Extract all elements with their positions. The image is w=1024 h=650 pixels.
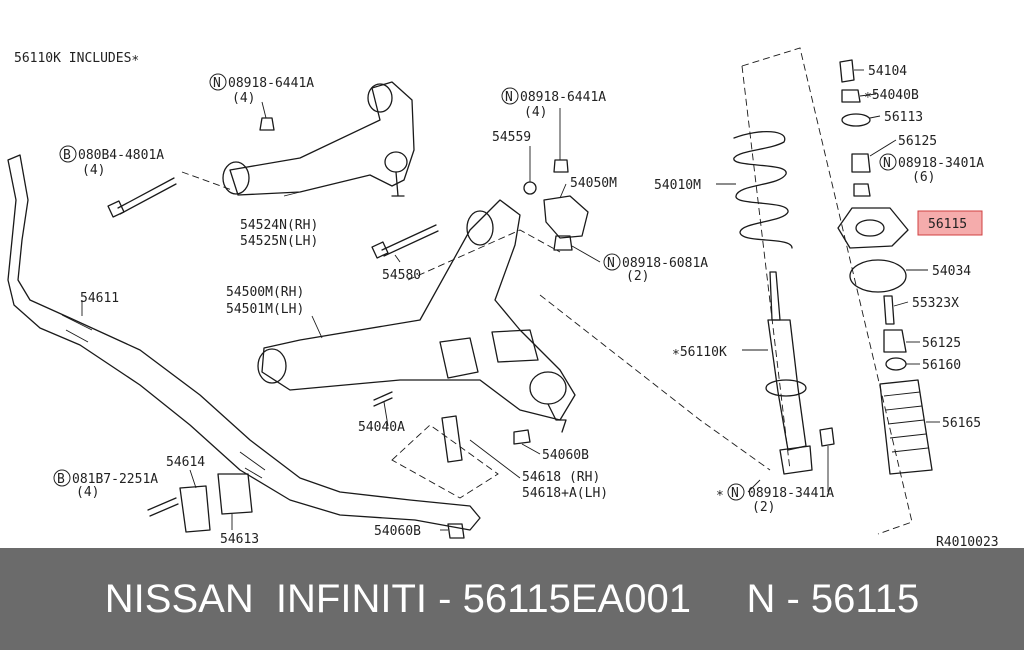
label-54618A: 54618+A(LH) [522,486,608,501]
label-08918-6441A-left: 08918-6441A [228,76,314,91]
label-qty-2-3441A: (2) [752,500,775,515]
label-qty-4-top: (4) [82,163,105,178]
part-number-banner: NISSAN INFINITI - 56115EA001 N - 56115 [0,548,1024,650]
label-55323X: 55323X [912,296,959,311]
stabilizer-bar-drawing [7,154,481,531]
highlight-56115 [917,210,983,236]
label-08918-3401A: 08918-3401A [898,156,984,171]
label-08918-6441A-mid: 08918-6441A [520,90,606,105]
label-54040A: 54040A [358,420,405,435]
reference-code: R4010023 [936,535,999,548]
label-qty-4-mid: (4) [524,105,547,120]
symbol-n: N [213,76,221,91]
label-54614: 54614 [166,455,205,470]
label-54034: 54034 [932,264,971,279]
label-54050M: 54050M [570,176,617,191]
part-labels: 56110K INCLUDES∗ 08918-6441A (4) 080B4-4… [14,51,999,548]
label-qty-4-left: (4) [232,91,255,106]
label-54613: 54613 [220,532,259,547]
label-54104: 54104 [868,64,907,79]
label-qty-4-bottom: (4) [76,485,99,500]
header-note: 56110K INCLUDES∗ [14,51,139,66]
label-54611: 54611 [80,291,119,306]
label-56165: 56165 [942,416,981,431]
label-08918-6081A: 08918-6081A [622,256,708,271]
label-56125-bottom: 56125 [922,336,961,351]
label-08918-3441A: 08918-3441A [748,486,834,501]
label-qty-2-6081A: (2) [626,269,649,284]
symbol-n: N [607,256,615,271]
label-54010M: 54010M [654,178,701,193]
label-54500M: 54500M(RH) [226,285,304,300]
hardware-drawing [107,117,589,539]
label-54524N: 54524N(RH) [240,218,318,233]
label-56125-top: 56125 [898,134,937,149]
label-54040B: ∗54040B [864,88,919,103]
symbol-b: B [63,148,71,163]
symbol-n: N [505,90,513,105]
leader-lines [81,69,940,531]
label-qty-6: (6) [912,170,935,185]
label-54501M: 54501M(LH) [226,302,304,317]
symbol-n: N [731,486,739,501]
parts-diagram: N B N N B N N 56110K INCLUDES∗ 08918-644… [7,47,999,548]
label-080B4-4801A: 080B4-4801A [78,148,164,163]
label-54525N: 54525N(LH) [240,234,318,249]
label-star-3441A: ∗ [716,486,724,501]
label-56113: 56113 [884,110,923,125]
label-54060B-bottom: 54060B [374,524,421,539]
label-081B7-2251A: 081B7-2251A [72,472,158,487]
label-54060B-right: 54060B [542,448,589,463]
lower-link-drawing [257,199,771,471]
circled-symbols: N B N N B N N [53,73,897,501]
label-56115: 56115 [928,217,967,232]
symbol-b: B [57,472,65,487]
strut-assembly-drawing [733,47,933,535]
symbol-n: N [883,156,891,171]
upper-link-drawing [181,81,415,197]
label-54580: 54580 [382,268,421,283]
label-54618: 54618 (RH) [522,470,600,485]
label-54559: 54559 [492,130,531,145]
label-56160: 56160 [922,358,961,373]
label-56110K: ∗56110K [672,345,727,360]
banner-text: NISSAN INFINITI - 56115EA001 N - 56115 [104,577,920,621]
